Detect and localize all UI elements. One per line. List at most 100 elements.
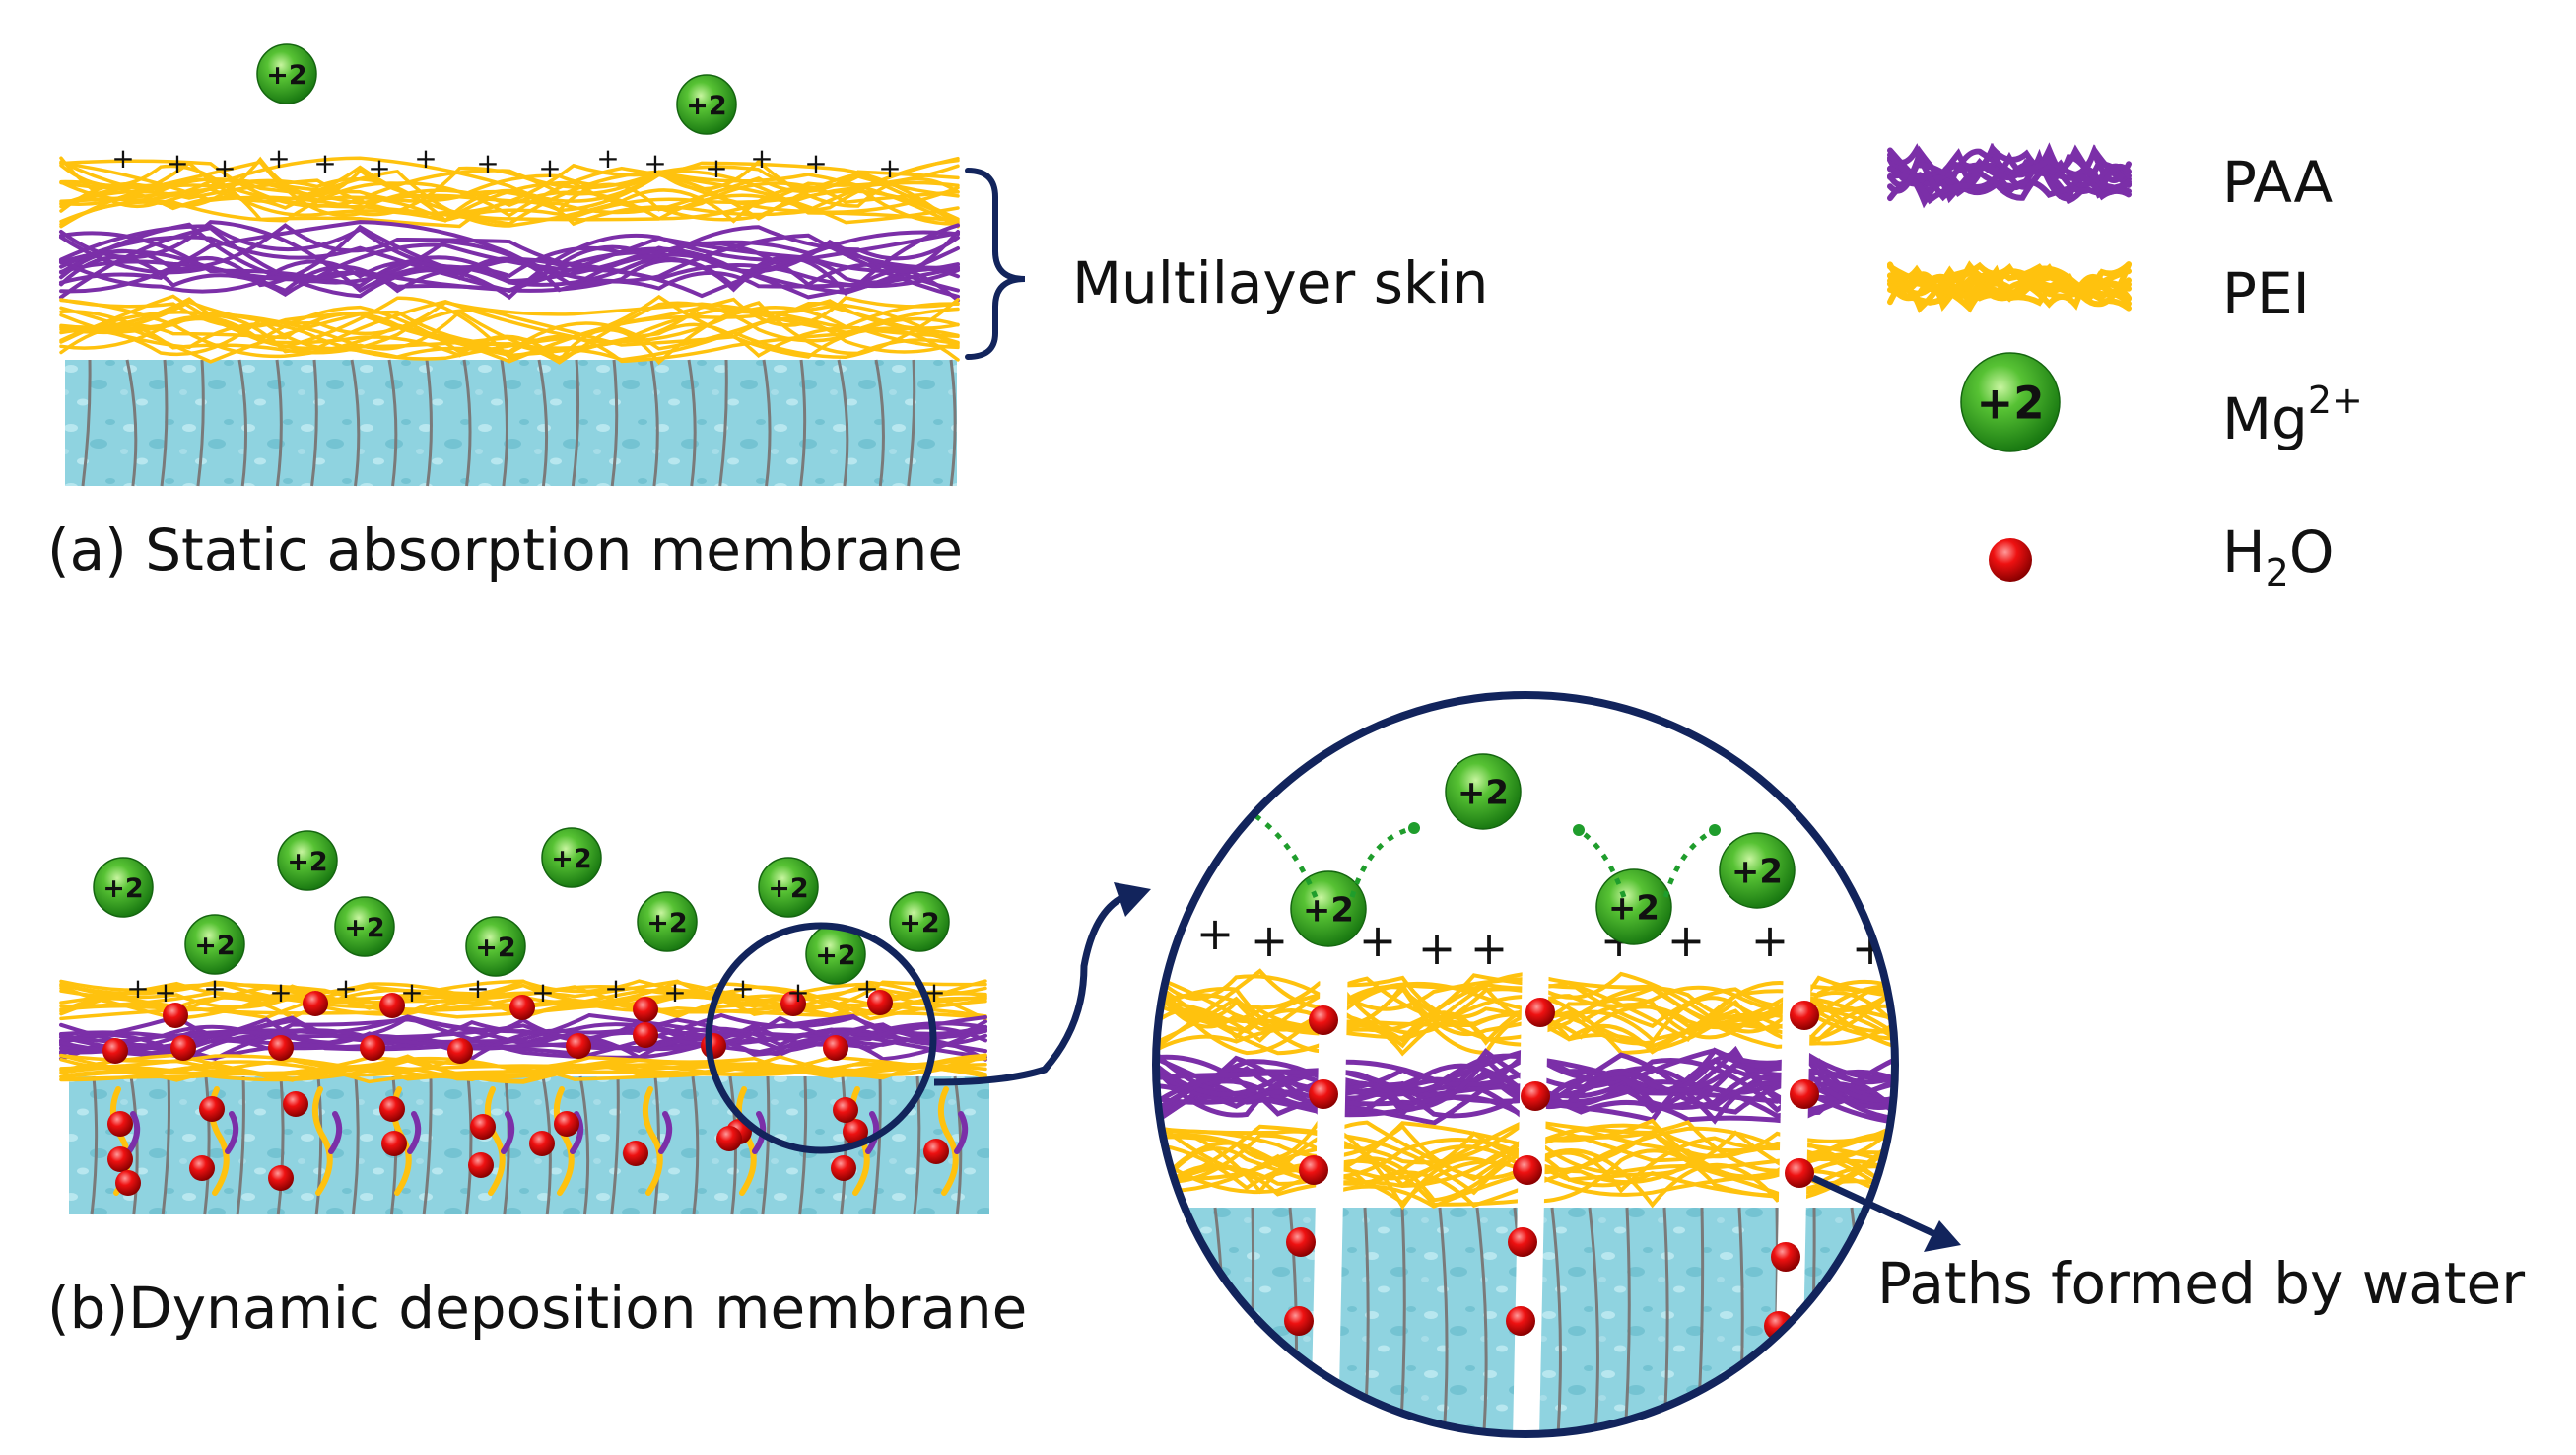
ion-charge-label: +2: [815, 940, 855, 971]
pore-wall-line: [1623, 1207, 1631, 1434]
positive-charge: +: [269, 976, 292, 1008]
water-paths-label: Paths formed by water: [1877, 1250, 2525, 1317]
ion-charge-label: +2: [102, 873, 143, 904]
positive-charge: +: [878, 152, 901, 184]
positive-charge: +: [1418, 922, 1457, 975]
magnesium-ion: +2: [1445, 753, 1522, 830]
magnesium-ion: +2: [1290, 870, 1367, 947]
curly-brace-icon: [965, 168, 1026, 360]
ion-charge-label: +2: [1303, 891, 1354, 931]
pei-chain: [1156, 1118, 1895, 1211]
paa-chain: [59, 1023, 987, 1062]
water-molecule: [1284, 1306, 1314, 1336]
water-molecule: [447, 1038, 473, 1064]
water-molecule: [716, 1126, 742, 1151]
pore-wall-line: [237, 359, 248, 487]
water-molecule: [1299, 1155, 1328, 1185]
positive-charge: +: [126, 972, 149, 1005]
paa-chain-in-pore: [407, 1111, 422, 1154]
pei-chain: [59, 160, 960, 218]
pore-wall-line: [161, 1075, 170, 1215]
pore-wall-line: [81, 359, 92, 487]
pore-wall-line: [798, 1075, 808, 1215]
pei-chain: [59, 161, 960, 229]
legend-paa-swatch: [1887, 142, 2132, 205]
legend: +2: [1887, 142, 2132, 582]
paa-chain-in-pore: [570, 1111, 584, 1154]
pore-wall-line: [1887, 1207, 1895, 1434]
arrow-tip: [1709, 824, 1721, 836]
positive-charge: +: [400, 976, 423, 1008]
ion-sphere: [256, 43, 317, 104]
positive-charge: +: [644, 147, 666, 179]
magnesium-ion: +2: [1719, 832, 1796, 909]
ion-sphere: [758, 857, 819, 918]
pore-wall-line: [578, 1075, 590, 1215]
pei-chain-in-pore: [642, 1086, 663, 1196]
arrow-tip: [1408, 822, 1420, 834]
legend-paa-label: PAA: [2222, 149, 2334, 216]
pore-wall-line: [1176, 1207, 1186, 1434]
water-molecule: [833, 1097, 858, 1123]
ion-sphere: [637, 891, 698, 952]
water-molecule: [360, 1035, 385, 1061]
water-molecule: [115, 1170, 141, 1196]
water-molecule: [823, 1035, 848, 1061]
legend-mg-label: Mg2+: [2222, 379, 2363, 452]
water-molecule: [554, 1111, 579, 1137]
pore-wall-line: [799, 359, 807, 487]
ion-sphere: [184, 914, 245, 975]
panel-a-caption: (a) Static absorption membrane: [47, 517, 963, 584]
magnesium-ion: +2: [637, 891, 698, 952]
zoom-connector-arrowhead: [1114, 882, 1151, 917]
water-molecule: [283, 1091, 308, 1117]
paa-chain-in-pore: [954, 1111, 969, 1154]
pei-chain-in-pore: [553, 1086, 575, 1196]
pei-chain-in-pore: [311, 1086, 333, 1196]
water-molecule: [107, 1146, 133, 1172]
pore-wall-line: [203, 1075, 211, 1215]
magnesium-ion: +2: [277, 830, 338, 891]
pei-chain-in-pore: [937, 1086, 959, 1196]
positive-charge: +: [538, 152, 561, 184]
ion-charge-label: +2: [475, 933, 515, 963]
legend-h2o-label: H2O: [2222, 519, 2334, 594]
paa-chain-in-pore: [225, 1111, 239, 1154]
legend-pei-swatch: [1887, 261, 2132, 307]
ion-charge-label: +2: [1608, 889, 1660, 929]
pore-wall-line: [691, 1075, 700, 1215]
ion-charge-label: +2: [768, 873, 808, 904]
pore-wall-line: [1550, 1207, 1562, 1434]
multilayer-skin-label: Multilayer skin: [1072, 249, 1488, 316]
pore-wall-line: [465, 1075, 473, 1215]
pei-chain: [59, 294, 960, 362]
ion-sphere: [889, 891, 950, 952]
zoom-content: ++++++++++2+2+2+2: [1156, 695, 1895, 1434]
pei-chain: [59, 169, 960, 226]
pore-wall-line: [350, 359, 361, 487]
paa-chain: [59, 223, 960, 294]
water-molecule: [189, 1155, 215, 1181]
magnesium-ion: +2: [676, 74, 737, 135]
water-molecule: [529, 1131, 555, 1156]
water-molecule: [831, 1155, 856, 1181]
pore-wall-line: [610, 359, 619, 487]
water-molecule: [633, 997, 658, 1022]
ion-sphere: [1719, 832, 1796, 909]
water-molecule: [1506, 1306, 1535, 1336]
positive-charge: +: [213, 152, 236, 184]
water-molecule: [1521, 1081, 1550, 1111]
path-label-arrowhead: [1924, 1220, 1961, 1252]
pore-wall-line: [718, 359, 728, 487]
water-molecule: [381, 1131, 407, 1156]
pore-wall-line: [1588, 1207, 1599, 1434]
arrow-tip: [1573, 824, 1585, 836]
water-molecule: [268, 1165, 294, 1191]
water-molecule: [623, 1141, 648, 1166]
water-molecule: [379, 1096, 405, 1122]
ion-charge-label: +2: [266, 60, 306, 91]
positive-charge: +: [203, 972, 226, 1005]
water-molecule: [1790, 1001, 1819, 1030]
legend-pei-label: PEI: [2222, 260, 2310, 327]
